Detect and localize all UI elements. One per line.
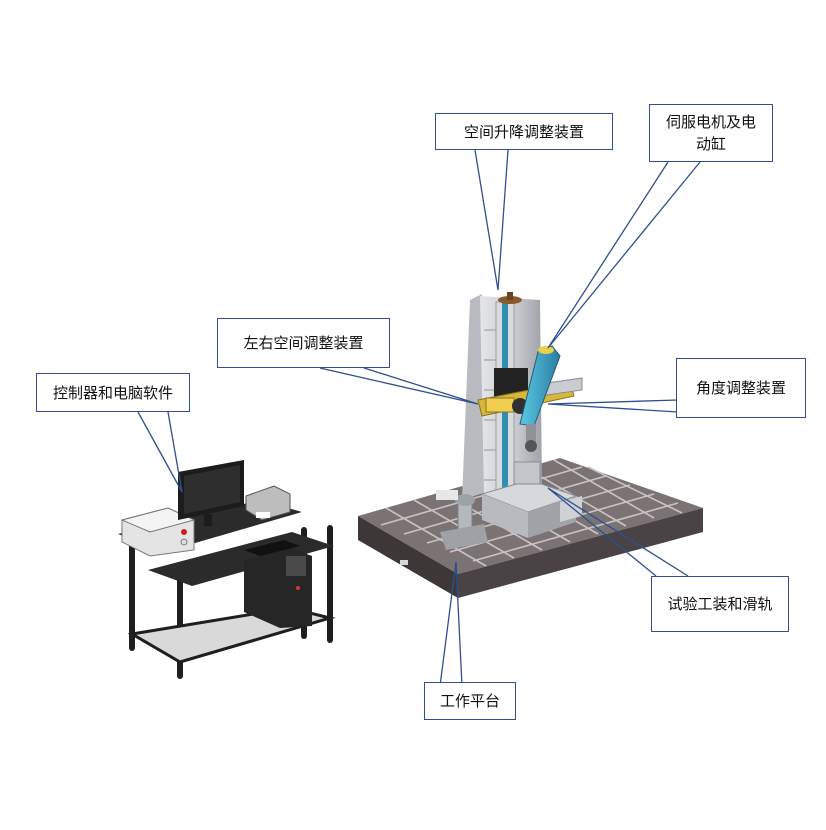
leader-lines — [137, 149, 701, 687]
label-lateral-device: 左右空间调整装置 — [217, 318, 390, 368]
label-lift-device: 空间升降调整装置 — [435, 113, 613, 150]
label-servo-actuator: 伺服电机及电 动缸 — [649, 104, 773, 162]
control-desk — [118, 460, 336, 679]
label-angle-text: 角度调整装置 — [695, 379, 786, 397]
label-fixture-rail: 试验工装和滑轨 — [651, 576, 789, 632]
label-controller-text: 控制器和电脑软件 — [52, 383, 173, 402]
label-angle-device: 角度调整装置 — [676, 358, 806, 418]
label-lateral-text: 左右空间调整装置 — [243, 334, 364, 352]
label-fixture-text: 试验工装和滑轨 — [667, 595, 773, 613]
label-servo-text: 伺服电机及电 动缸 — [665, 113, 756, 153]
servo-actuator — [519, 345, 561, 452]
label-work-platform: 工作平台 — [424, 682, 516, 720]
label-controller-software: 控制器和电脑软件 — [36, 373, 190, 412]
label-lift-text: 空间升降调整装置 — [463, 122, 584, 141]
label-platform-text: 工作平台 — [439, 692, 500, 710]
